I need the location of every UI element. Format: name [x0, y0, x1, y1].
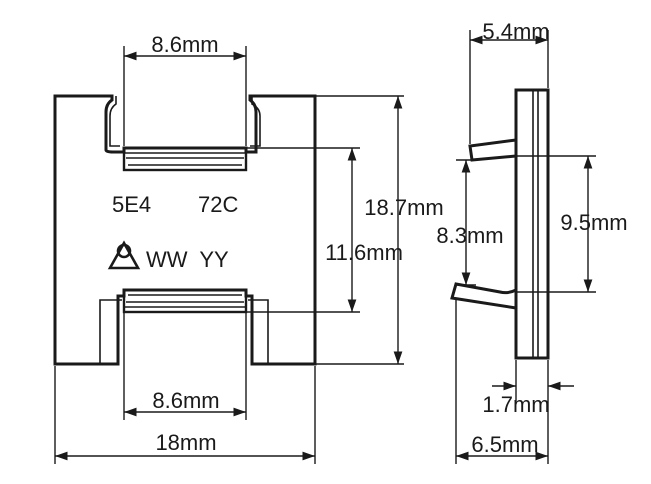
- front-body-outline: [53, 94, 317, 366]
- front-top-spring-right: [250, 96, 261, 147]
- front-view: 5E4 72C WW YY 8.6mm 8.6mm 18mm 18.7mm 11…: [53, 32, 444, 464]
- front-bottom-spring-right: [248, 299, 269, 364]
- dim-label-top-width: 8.6mm: [151, 32, 218, 57]
- dim-label-overall-height: 18.7mm: [364, 195, 443, 220]
- marking-code-1: 5E4: [112, 192, 151, 217]
- dim-label-overall-width: 18mm: [155, 430, 216, 455]
- triangle-loop-logo-icon: [107, 240, 141, 270]
- dim-label-side-overall-depth: 6.5mm: [471, 432, 538, 457]
- dim-label-inner-height: 11.6mm: [325, 240, 403, 265]
- dim-label-side-tab-span: 8.3mm: [436, 223, 503, 248]
- front-top-pad: [122, 146, 248, 172]
- dim-label-side-top-width: 5.4mm: [482, 19, 549, 44]
- side-view: 5.4mm 8.3mm 9.5mm 1.7mm 6.5mm: [436, 19, 628, 464]
- dim-label-side-thickness: 1.7mm: [482, 392, 549, 417]
- dim-label-side-pad-span: 9.5mm: [560, 210, 627, 235]
- side-body-outline: [514, 88, 550, 360]
- dim-label-bottom-width: 8.6mm: [152, 388, 219, 413]
- side-bottom-tab: [450, 282, 517, 310]
- side-top-tab: [468, 138, 517, 162]
- marking-date-code: WW YY: [146, 247, 229, 272]
- front-top-spring-left: [109, 96, 120, 147]
- front-bottom-spring-left: [99, 299, 122, 364]
- marking-code-2: 72C: [198, 192, 238, 217]
- front-bottom-pad: [122, 288, 248, 314]
